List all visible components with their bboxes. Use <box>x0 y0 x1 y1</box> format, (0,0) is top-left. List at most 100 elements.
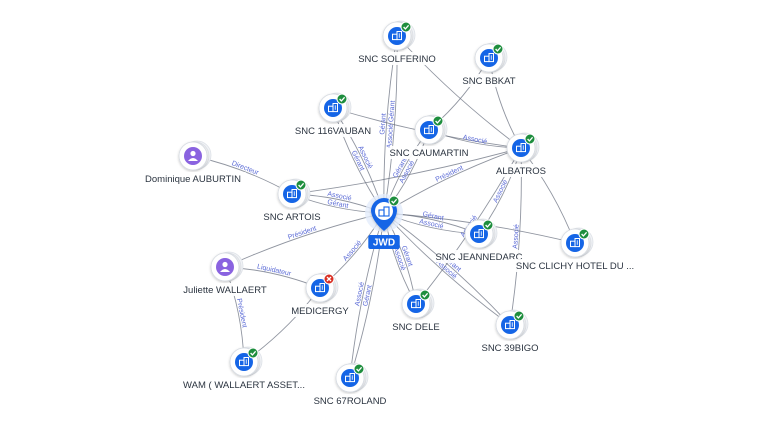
edge-label: Gérant <box>327 199 349 210</box>
node-vauban[interactable]: SNC 116VAUBAN <box>293 92 373 137</box>
node-label: SNC ARTOIS <box>263 212 320 223</box>
edge-line <box>383 212 511 326</box>
building-icon <box>388 27 406 45</box>
check-badge-icon <box>524 133 536 145</box>
node-label-bg <box>312 394 388 407</box>
check-badge-icon <box>578 228 590 240</box>
building-icon <box>480 49 498 67</box>
node-label: SNC 116VAUBAN <box>295 126 371 137</box>
edge-label: Associé <box>327 191 353 203</box>
node-label: SNC JEANNEDARC <box>435 252 522 263</box>
node-label-bg <box>357 52 437 65</box>
edge-line <box>349 212 385 379</box>
node-label-bg <box>260 210 324 223</box>
edge-label: Président <box>235 298 248 328</box>
building-icon <box>566 234 584 252</box>
edge-label: Associé <box>354 281 366 307</box>
check-badge-icon <box>295 179 307 191</box>
building-icon <box>311 279 329 297</box>
node-wam[interactable]: WAM ( WALLAERT ASSET... <box>176 346 312 391</box>
node-label-bg <box>291 304 349 317</box>
edge-line <box>349 212 385 379</box>
node-label-bg <box>460 74 518 87</box>
edge-label: Associé <box>462 134 488 146</box>
edge-line <box>383 212 511 326</box>
edge-label: Liquidateur <box>256 263 292 277</box>
node-bbkat[interactable]: SNC BBKAT <box>460 42 518 87</box>
edge-line <box>224 212 385 268</box>
focus-node-jwd[interactable]: JWD <box>365 194 403 249</box>
edge-line <box>520 147 576 244</box>
node-solferino[interactable]: SNC SOLFERINO <box>357 20 437 65</box>
check-badge-icon <box>336 93 348 105</box>
building-icon <box>470 225 488 243</box>
building-icon <box>235 353 253 371</box>
building-icon <box>512 139 530 157</box>
node-label-bg <box>436 250 522 263</box>
nodes-layer: SNC SOLFERINO SNC BBKAT SNC 116VAUBAN SNC C… <box>139 20 643 407</box>
node-medicergy[interactable]: MEDICERGY <box>291 272 349 317</box>
person-icon <box>216 258 234 276</box>
check-badge-icon <box>482 219 494 231</box>
building-icon <box>420 121 438 139</box>
edge-line <box>396 35 522 149</box>
node-label: SNC CAUMARTIN <box>390 148 469 159</box>
node-label-bg <box>389 320 443 333</box>
node-label: MEDICERGY <box>291 306 349 317</box>
edge-label: Associé <box>342 239 363 262</box>
building-icon <box>501 316 519 334</box>
building-icon <box>407 295 425 313</box>
node-label: Juliette WALLAERT <box>183 285 267 296</box>
edge-line <box>291 147 522 195</box>
node-jeannedarc[interactable]: SNC JEANNEDARC <box>435 218 523 263</box>
node-albatros[interactable]: ALBATROS <box>494 132 548 177</box>
edge-label: Gérant <box>362 284 373 306</box>
node-caumartin[interactable]: SNC CAUMARTIN <box>389 114 469 159</box>
building-icon <box>283 185 301 203</box>
edge-label: Gérant <box>422 211 444 222</box>
check-badge-icon <box>400 21 412 33</box>
node-label: ALBATROS <box>496 166 546 177</box>
check-badge-icon <box>388 195 400 207</box>
node-label-bg <box>139 172 247 185</box>
building-icon <box>378 206 390 217</box>
check-badge-icon <box>492 43 504 55</box>
check-badge-icon <box>513 310 525 322</box>
node-bigo[interactable]: SNC 39BIGO <box>478 309 542 354</box>
node-label: SNC 67ROLAND <box>314 396 387 407</box>
focus-label-bg <box>368 235 400 249</box>
node-label: SNC DELE <box>392 322 440 333</box>
node-label: SNC 39BIGO <box>481 343 538 354</box>
edge-label: Associé Gérant <box>386 100 396 148</box>
node-label: SNC CLICHY HOTEL DU ... <box>516 261 634 272</box>
edge-label: Associé <box>512 224 521 249</box>
node-label-bg <box>176 378 312 391</box>
node-label: WAM ( WALLAERT ASSET... <box>183 380 305 391</box>
building-icon <box>341 369 359 387</box>
edge-label: Président <box>435 165 465 184</box>
edge-label: Gérant <box>379 113 388 135</box>
node-label-bg <box>389 146 469 159</box>
node-label: Dominique AUBURTIN <box>145 174 241 185</box>
node-label-bg <box>478 341 542 354</box>
node-label-bg <box>293 124 373 137</box>
check-badge-icon <box>419 289 431 301</box>
node-label-bg <box>494 164 548 177</box>
node-artois[interactable]: SNC ARTOIS <box>260 178 324 223</box>
person-icon <box>184 147 202 165</box>
edge-label: Président <box>287 225 317 241</box>
node-roland[interactable]: SNC 67ROLAND <box>312 362 388 407</box>
error-badge-icon <box>323 273 335 285</box>
node-label: SNC SOLFERINO <box>358 54 436 65</box>
node-label-bg <box>507 259 643 272</box>
check-badge-icon <box>432 115 444 127</box>
edge-label: Associé <box>492 179 509 204</box>
check-badge-icon <box>353 363 365 375</box>
node-label: SNC BBKAT <box>462 76 515 87</box>
node-dele[interactable]: SNC DELE <box>389 288 443 333</box>
node-clichy[interactable]: SNC CLICHY HOTEL DU ... <box>507 227 643 272</box>
node-auburtin[interactable]: Dominique AUBURTIN <box>139 140 247 185</box>
node-wallaert[interactable]: Juliette WALLAERT <box>174 251 276 296</box>
building-icon <box>324 99 342 117</box>
